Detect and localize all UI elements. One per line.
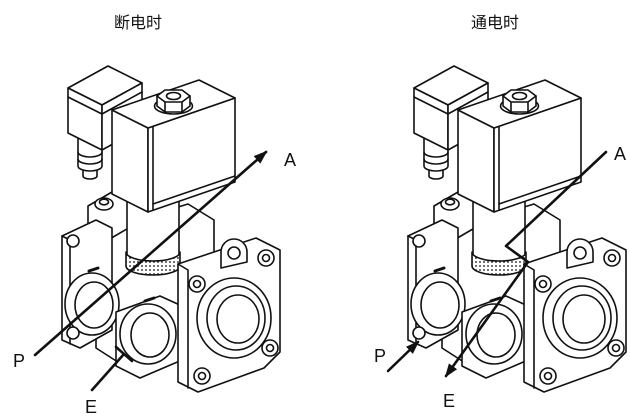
port-label-a-power-on: A (614, 144, 626, 164)
flow-lines-power-off (33, 150, 268, 392)
bolt-head (412, 234, 426, 248)
bolt-center (538, 279, 548, 289)
pivot-lug (220, 238, 248, 269)
bolt-center (265, 343, 275, 353)
panel-title-power-off: 断电时 (114, 13, 162, 32)
flow-line-a-to-e (444, 150, 608, 378)
bolt-head (66, 326, 80, 340)
hex-nut (499, 89, 540, 115)
right-port-flange (523, 237, 627, 393)
lug-hole (227, 246, 241, 260)
gland-ribs (423, 151, 449, 165)
bolt-center (611, 343, 621, 353)
connector-seam (67, 91, 143, 115)
bolt-head (66, 234, 80, 248)
connector-seam (413, 91, 489, 115)
flow-line-p-to-a (33, 150, 268, 357)
bolt-center (607, 253, 617, 263)
nut-edges (502, 95, 537, 113)
flow-lines-power-on (386, 150, 608, 378)
coil-rim (498, 175, 582, 205)
bolt-center (543, 371, 553, 381)
port-bore (562, 294, 606, 344)
solenoid-valve-power-off (61, 65, 281, 393)
left-port-flange (407, 219, 466, 349)
gland-ribs (77, 151, 103, 165)
nut-bore (511, 91, 528, 101)
bolt-center (197, 371, 207, 381)
flange-edge (523, 263, 535, 389)
port-label-e-power-off: E (85, 397, 97, 417)
port-label-p-power-off: P (13, 351, 25, 371)
position-mark (87, 266, 100, 273)
right-port-flange (177, 237, 281, 393)
bolt-center (261, 253, 271, 263)
nut-edges (156, 95, 191, 113)
port-bore (130, 312, 170, 358)
lug-hole (573, 246, 587, 260)
bolt-center (98, 198, 110, 206)
pivot-lug (566, 238, 594, 269)
panel-title-power-on: 通电时 (471, 13, 519, 32)
port-label-a-power-off: A (284, 150, 296, 170)
left-port-flange (61, 219, 120, 349)
valve-illustrations (61, 65, 627, 393)
port-bore (216, 294, 260, 344)
flange-edge (177, 263, 189, 389)
inlet-arrow-p (386, 340, 420, 373)
port-bore (476, 312, 516, 358)
position-mark (433, 266, 446, 273)
bolt-head (412, 326, 426, 340)
bolt-center (444, 198, 456, 206)
port-bore (74, 281, 114, 329)
port-bore (420, 281, 460, 329)
solenoid-valve-power-on (407, 65, 627, 393)
exhaust-block-bar (114, 345, 134, 363)
nut-bore (165, 91, 182, 101)
exhaust-line-blocked (90, 352, 126, 392)
coil-rim (152, 175, 236, 205)
position-mark (489, 296, 502, 303)
port-label-e-power-on: E (443, 391, 455, 411)
bottom-port-flange (115, 295, 183, 379)
position-mark (143, 296, 156, 303)
hex-nut (153, 89, 194, 115)
bolt-center (192, 279, 202, 289)
port-label-p-power-on: P (374, 346, 386, 366)
